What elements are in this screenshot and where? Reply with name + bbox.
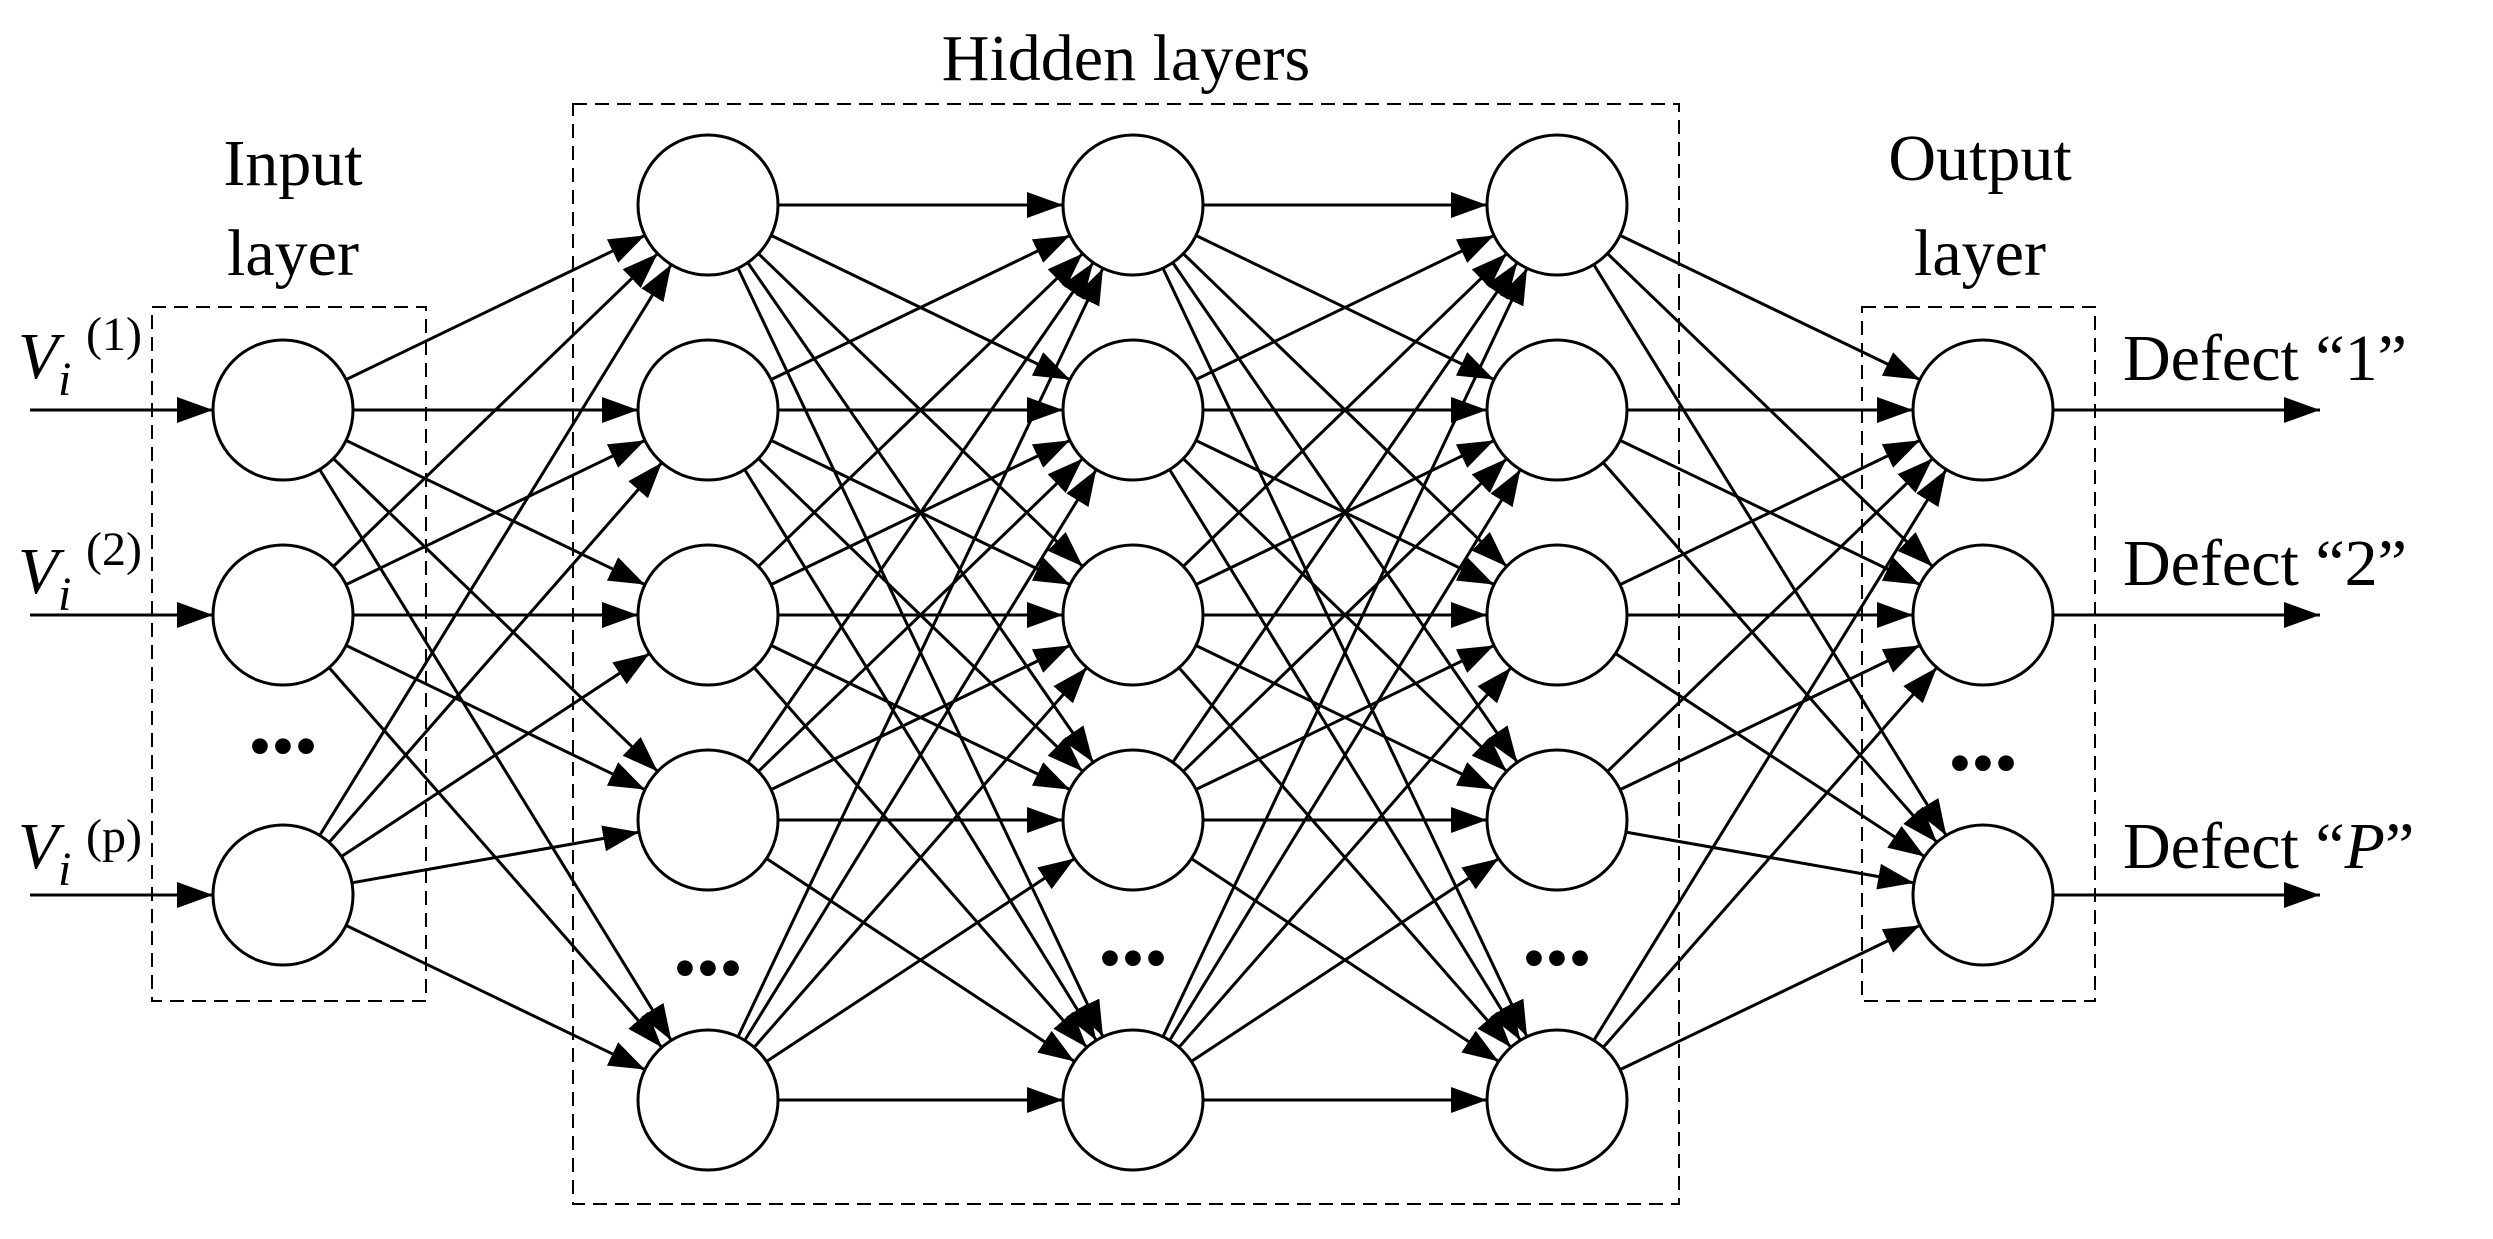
svg-text:i: i [58, 353, 71, 406]
connection-hidden1-3-to-hidden2-1 [757, 457, 1084, 773]
io-arrows [30, 397, 2320, 908]
svg-text:V: V [18, 810, 65, 883]
output-ellipsis: ••• [1948, 727, 2017, 800]
output-neuron-3 [1911, 823, 2055, 967]
connection-hidden2-4-to-hidden3-2 [1177, 666, 1513, 1049]
connection-hidden3-4-to-output-0 [1592, 468, 1948, 1042]
connection-hidden1-4-to-hidden2-1 [743, 468, 1098, 1042]
hidden-layers-title: Hidden layers [942, 22, 1310, 95]
connection-hidden2-3-to-hidden3-2 [1195, 644, 1495, 791]
connection-hidden3-0-to-output-2 [1592, 263, 1948, 837]
hidden2-neuron-2 [1061, 338, 1205, 482]
connection-hidden3-3-to-output-1 [1619, 644, 1921, 791]
connection-input-0-to-hidden1-0 [345, 234, 646, 381]
input-layer-label-line1: Input [223, 127, 362, 200]
svg-text:V: V [18, 320, 65, 393]
input-neuron-3 [211, 823, 355, 967]
hidden1-neuron-5 [636, 1028, 780, 1172]
output-neuron-2 [1911, 543, 2055, 687]
input-neuron-2 [211, 543, 355, 687]
output-neuron-1 [1911, 338, 2055, 482]
svg-text:(2): (2) [86, 523, 142, 576]
connection-hidden2-1-to-hidden3-0 [1195, 234, 1495, 381]
hidden1-ellipsis: ••• [673, 932, 742, 1005]
connection-hidden3-1-to-output-2 [1602, 461, 1938, 844]
connection-hidden1-1-to-hidden2-0 [770, 234, 1071, 381]
hidden2-neuron-4 [1061, 748, 1205, 892]
connection-hidden1-4-to-hidden2-0 [736, 267, 1105, 1038]
hidden2-neuron-3 [1061, 543, 1205, 687]
hidden2-ellipsis: ••• [1098, 922, 1167, 995]
hidden3-neuron-2 [1485, 338, 1629, 482]
input-neuron-1 [211, 338, 355, 482]
connection-input-2-to-hidden1-0 [318, 263, 673, 837]
input-label-2: V i (2) [18, 523, 142, 621]
connections [318, 192, 1948, 1113]
hidden-layers-box [572, 103, 1680, 1205]
output-layer-label-line2: layer [1914, 217, 2046, 290]
hidden3-neuron-3 [1485, 543, 1629, 687]
input-layer-label-line2: layer [227, 217, 359, 290]
connection-hidden3-0-to-output-0 [1619, 234, 1921, 381]
connection-hidden1-3-to-hidden2-2 [770, 644, 1071, 791]
connection-hidden3-2-to-output-0 [1619, 439, 1921, 586]
input-label-1: V i (1) [18, 308, 142, 406]
output-label-p: Defect “P” [2123, 810, 2414, 883]
connection-hidden2-3-to-hidden3-0 [1171, 261, 1519, 764]
hidden3-neuron-1 [1485, 133, 1629, 277]
hidden1-neuron-4 [636, 748, 780, 892]
hidden2-neuron-1 [1061, 133, 1205, 277]
svg-text:(1): (1) [86, 308, 142, 361]
hidden1-neuron-1 [636, 133, 780, 277]
connection-hidden2-4-to-hidden3-1 [1168, 468, 1522, 1042]
input-layer-box [151, 306, 427, 1002]
output-layer-label-line1: Output [1888, 122, 2071, 195]
connection-input-2-to-hidden1-4 [345, 924, 646, 1071]
hidden2-neuron-5 [1061, 1028, 1205, 1172]
hidden3-ellipsis: ••• [1522, 922, 1591, 995]
connection-hidden3-4-to-output-1 [1602, 666, 1938, 1049]
svg-text:i: i [58, 568, 71, 621]
connection-input-1-to-hidden1-3 [345, 644, 646, 791]
connection-hidden1-4-to-hidden2-2 [753, 666, 1088, 1049]
output-label-1: Defect “1” [2123, 322, 2407, 395]
connection-hidden2-4-to-hidden3-3 [1190, 857, 1500, 1063]
connection-hidden2-3-to-hidden3-1 [1182, 457, 1508, 773]
connection-hidden3-3-to-output-0 [1606, 457, 1934, 773]
connection-hidden1-4-to-hidden2-3 [765, 857, 1076, 1063]
connection-input-2-to-hidden1-2 [340, 652, 651, 858]
hidden3-neuron-5 [1485, 1028, 1629, 1172]
svg-text:V: V [18, 535, 65, 608]
input-label-p: V i (p) [18, 810, 142, 896]
connection-input-2-to-hidden1-1 [328, 461, 663, 844]
output-layer-box [1861, 306, 2096, 1002]
connection-hidden2-4-to-hidden3-0 [1161, 267, 1529, 1038]
hidden1-neuron-2 [636, 338, 780, 482]
connection-hidden3-4-to-output-2 [1619, 924, 1921, 1071]
neurons [211, 133, 2055, 1172]
hidden1-neuron-3 [636, 543, 780, 687]
connection-hidden2-2-to-hidden3-0 [1182, 252, 1508, 568]
connection-input-1-to-hidden1-0 [332, 252, 659, 568]
svg-text:i: i [58, 843, 71, 896]
svg-text:(p): (p) [86, 810, 142, 863]
connection-input-2-to-hidden1-3 [351, 825, 640, 885]
connection-hidden1-3-to-hidden2-0 [746, 261, 1095, 764]
connection-hidden1-2-to-hidden2-0 [757, 252, 1084, 568]
input-ellipsis: ••• [248, 710, 317, 783]
hidden3-neuron-4 [1485, 748, 1629, 892]
connection-input-1-to-hidden1-1 [345, 439, 646, 586]
output-label-2: Defect “2” [2123, 527, 2407, 600]
